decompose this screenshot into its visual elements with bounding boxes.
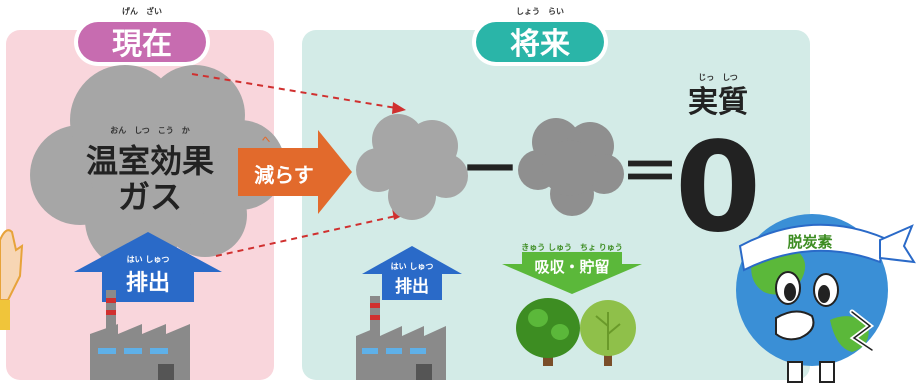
present-emission-arrow: はい しゅつ 排出 [74,232,222,302]
absorbed-gas-cloud-icon [518,118,624,216]
reduce-arrow: へ 減らす [238,130,352,214]
present-title: 現在 [112,27,172,62]
result-value: 0 [675,116,761,260]
tree-icon [580,300,636,366]
future-factory-icon [356,296,446,380]
gas-label-line1: 温室効果 [86,142,214,180]
equals-sign: ＝ [621,138,679,206]
svg-text:はい しゅつ: はい しゅつ [391,262,434,271]
svg-text:きゅう しゅう ちょ りゅう: きゅう しゅう ちょ りゅう [521,243,623,252]
present-ruby: げん ざい [122,6,162,16]
absorb-arrow: きゅう しゅう ちょ りゅう 吸収・貯留 [502,243,642,294]
future-emission-label: 排出 [395,276,429,297]
future-ruby: しょう らい [516,7,564,16]
present-emission-label: 排出 [126,271,170,296]
tree-icon [516,298,580,366]
svg-text:へ: へ [262,135,270,144]
hand-icon [0,229,24,330]
result-label: 実質 [688,85,748,120]
mascot-headband-text: 脱炭素 [787,233,832,251]
gas-label-line2: ガス [118,178,182,216]
future-emission-arrow: はい しゅつ 排出 [362,246,462,300]
earth-mascot-icon: 脱炭素 [736,214,916,383]
future-title: 将来 [510,27,570,62]
reduce-label: 減らす [254,163,314,187]
result-ruby: じっ しつ [698,73,738,82]
dashed-arrows [191,73,397,257]
minus-sign: － [460,135,520,205]
factory-icon [90,290,190,380]
gas-ruby: おん しつ こう か [110,126,190,135]
svg-text:はい しゅつ: はい しゅつ [127,255,170,264]
absorb-label: 吸収・貯留 [534,258,609,276]
reduced-gas-cloud-icon [356,114,468,220]
